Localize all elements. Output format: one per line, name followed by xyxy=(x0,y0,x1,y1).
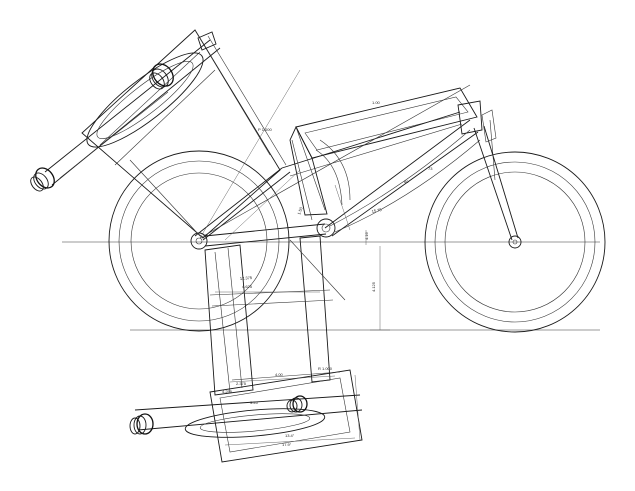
dim-mid-left: 4.250 xyxy=(222,389,233,394)
dim-foot-span-a: 13.4" xyxy=(285,433,295,438)
dim-front-angle: 73 xyxy=(428,166,433,171)
lower-foot-pedal xyxy=(129,413,154,435)
dim-top-tube: 1.00 xyxy=(372,100,381,105)
dim-chain-stay: 12.375 xyxy=(240,275,253,281)
upper-leg-assembly xyxy=(30,29,287,239)
dim-frame-angle: P 1.000 xyxy=(258,127,272,132)
upper-pedal xyxy=(149,63,174,90)
dim-crank-len: 15.75 xyxy=(371,207,383,214)
dim-crank-radius: R 1.000 xyxy=(318,366,333,371)
front-wheel xyxy=(424,151,606,333)
dim-crank-offset: 2.375 xyxy=(236,381,247,386)
dim-boom-len-b: 4.00 xyxy=(275,372,284,377)
dim-rear-rise: 1.50 xyxy=(296,206,304,216)
lower-leg-assembly xyxy=(129,235,363,463)
dim-foot-span-b: 17.9" xyxy=(282,442,292,447)
front-fork xyxy=(473,109,519,241)
dim-mid-height: 4.16 xyxy=(364,231,369,240)
seat-back xyxy=(289,125,351,221)
dim-seat-height: 4.125 xyxy=(371,281,376,292)
dim-mid-right: 3.25 xyxy=(250,400,259,405)
dim-boom-len-a: 4.625 xyxy=(242,284,253,289)
dimension-lines xyxy=(215,184,390,446)
reference-diagonal-2 xyxy=(199,69,301,239)
main-frame xyxy=(194,87,483,247)
reference-diagonal-3 xyxy=(224,169,301,241)
dim-front-small: 60 xyxy=(404,179,409,184)
lower-pedal xyxy=(286,395,308,413)
rear-wheel xyxy=(108,150,290,332)
upper-foot-pedal xyxy=(30,167,55,192)
reference-diagonal xyxy=(199,84,471,239)
